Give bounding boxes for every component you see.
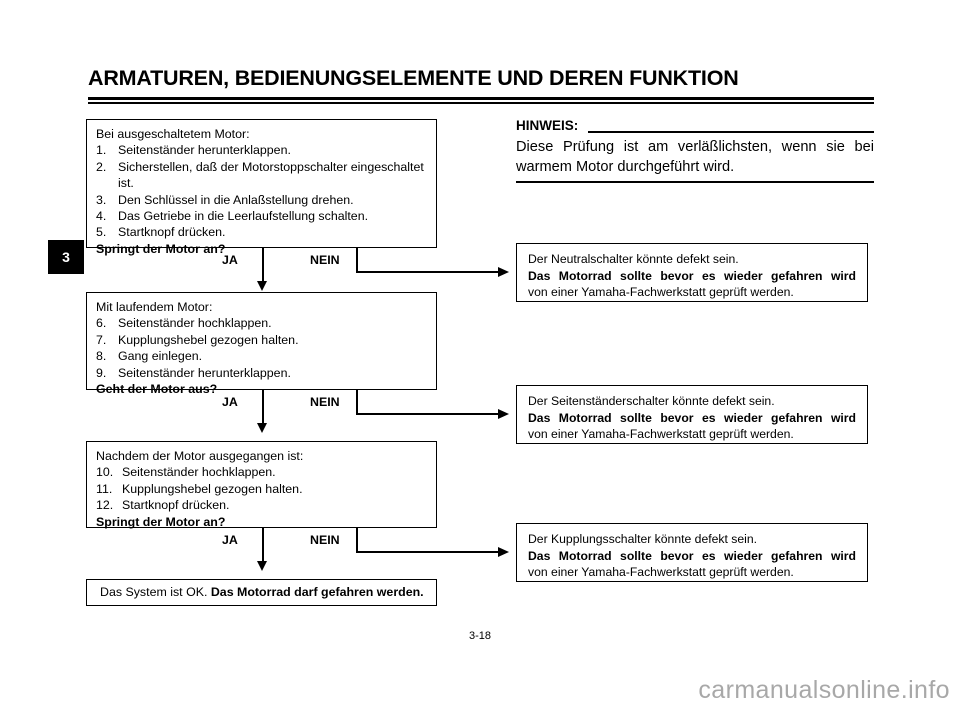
connector-2-no-vline: [356, 390, 358, 414]
step-text: Seitenständer herunterklappen.: [118, 365, 291, 380]
title-rule-thick: [88, 97, 874, 100]
step-text: Seitenständer herunterklappen.: [118, 143, 291, 158]
flow-step: 8. Gang einlegen.: [96, 348, 427, 364]
note-heading-rule: [588, 131, 874, 133]
flow-step: 5. Startknopf drücken.: [96, 224, 427, 240]
result-box-3-line2: Das Motorrad sollte bevor es wieder gefa…: [528, 548, 856, 563]
flow-step: 6. Seitenständer hochklappen.: [96, 315, 427, 331]
flow-box-3: Nachdem der Motor ausgegangen ist: 10. S…: [86, 441, 437, 529]
step-text: Sicherstellen, daß der Motorstoppschalte…: [118, 159, 424, 191]
flow-box-3-steps: 10. Seitenständer hochklappen. 11. Kuppl…: [96, 464, 427, 513]
watermark: carmanualsonline.info: [698, 676, 950, 704]
step-number: 10.: [96, 465, 114, 480]
step-number: 2.: [96, 159, 107, 174]
result-box-3-line3: von einer Yamaha-Fachwerkstatt geprüft w…: [528, 565, 794, 580]
chapter-tab: 3: [48, 240, 84, 274]
step-text: Kupplungshebel gezogen halten.: [122, 481, 303, 496]
step-number: 9.: [96, 365, 107, 380]
step-number: 1.: [96, 143, 107, 158]
step-text: Den Schlüssel in die Anlaßstellung drehe…: [118, 192, 354, 207]
note-body: Diese Prüfung ist am verläßlichsten, wen…: [516, 139, 874, 175]
flow-box-2-question: Geht der Motor aus?: [96, 382, 218, 397]
step-number: 12.: [96, 498, 114, 513]
note-heading-row: HINWEIS:: [516, 118, 874, 137]
step-number: 5.: [96, 225, 107, 240]
result-box-1-line1: Der Neutralschalter könnte defekt sein.: [528, 252, 739, 266]
result-box-3-line1: Der Kupplungsschalter könnte defekt sein…: [528, 532, 757, 546]
result-box-1: Der Neutralschalter könnte defekt sein. …: [516, 243, 868, 302]
result-box-2: Der Seitenständerschalter könnte defekt …: [516, 385, 868, 444]
flow-box-3-question: Springt der Motor an?: [96, 514, 226, 529]
flow-box-3-lead: Nachdem der Motor ausgegangen ist:: [96, 449, 304, 463]
step-number: 11.: [96, 481, 113, 496]
connector-2-no-arrowhead: [498, 408, 509, 419]
note-heading: HINWEIS:: [516, 118, 579, 133]
flow-step: 7. Kupplungshebel gezogen halten.: [96, 332, 427, 348]
step-text: Seitenständer hochklappen.: [122, 465, 276, 480]
note-hinweis: HINWEIS: Diese Prüfung ist am verläßlich…: [516, 118, 874, 183]
flow-box-1-question: Springt der Motor an?: [96, 241, 226, 256]
flow-step: 2. Sicherstellen, daß der Motorstoppscha…: [96, 159, 427, 192]
connector-1-no-arrowhead: [498, 266, 509, 277]
step-text: Kupplungshebel gezogen halten.: [118, 332, 299, 347]
connector-1-yes-line: [262, 248, 264, 283]
connector-3-yes-arrowhead: [257, 561, 267, 571]
branch-label-no-3: NEIN: [310, 533, 340, 547]
step-text: Startknopf drücken.: [118, 225, 226, 240]
flow-box-2: Mit laufendem Motor: 6. Seitenständer ho…: [86, 292, 437, 396]
final-text-normal: Das System ist OK.: [100, 585, 211, 599]
branch-label-yes-3: JA: [222, 533, 238, 547]
result-box-2-line1: Der Seitenständerschalter könnte defekt …: [528, 394, 775, 408]
connector-3-no-hline: [356, 551, 499, 553]
connector-2-no-hline: [356, 413, 499, 415]
step-text: Das Getriebe in die Leerlaufstellung sch…: [118, 209, 369, 224]
flow-box-1-lead: Bei ausgeschaltetem Motor:: [96, 127, 250, 141]
connector-3-no-arrowhead: [498, 546, 509, 557]
title-rule-thin: [88, 102, 874, 104]
step-number: 7.: [96, 332, 107, 347]
step-number: 8.: [96, 349, 107, 364]
branch-label-yes-2: JA: [222, 395, 238, 409]
connector-2-yes-line: [262, 390, 264, 425]
step-number: 4.: [96, 209, 107, 224]
flow-step: 10. Seitenständer hochklappen.: [96, 464, 427, 480]
flow-step: 4. Das Getriebe in die Leerlaufstellung …: [96, 208, 427, 224]
page-number: 3-18: [468, 630, 492, 642]
flow-box-1-steps: 1. Seitenständer herunterklappen. 2. Sic…: [96, 142, 427, 240]
result-box-3: Der Kupplungsschalter könnte defekt sein…: [516, 523, 868, 582]
flow-step: 11. Kupplungshebel gezogen halten.: [96, 481, 427, 497]
flow-step: 1. Seitenständer herunterklappen.: [96, 142, 427, 158]
connector-1-yes-arrowhead: [257, 281, 267, 291]
final-text-bold: Das Motorrad darf gefahren werden.: [210, 585, 424, 599]
flow-box-2-lead: Mit laufendem Motor:: [96, 300, 213, 314]
flow-box-1: Bei ausgeschaltetem Motor: 1. Seitenstän…: [86, 119, 437, 256]
flow-box-final: Das System ist OK. Das Motorrad darf gef…: [86, 579, 437, 606]
connector-3-yes-line: [262, 528, 264, 563]
result-box-2-line3: von einer Yamaha-Fachwerkstatt geprüft w…: [528, 427, 794, 442]
step-text: Seitenständer hochklappen.: [118, 316, 272, 331]
branch-label-yes-1: JA: [222, 253, 238, 267]
connector-3-no-vline: [356, 528, 358, 552]
step-number: 3.: [96, 192, 107, 207]
flow-box-2-steps: 6. Seitenständer hochklappen. 7. Kupplun…: [96, 315, 427, 381]
page-title: ARMATUREN, BEDIENUNGSELEMENTE UND DEREN …: [88, 66, 739, 90]
flow-step: 12. Startknopf drücken.: [96, 497, 427, 513]
step-text: Startknopf drücken.: [122, 498, 230, 513]
result-box-1-line2: Das Motorrad sollte bevor es wieder gefa…: [528, 268, 856, 283]
note-bottom-rule: [516, 181, 874, 183]
connector-1-no-hline: [356, 271, 499, 273]
step-number: 6.: [96, 316, 107, 331]
result-box-1-line3: von einer Yamaha-Fachwerkstatt geprüft w…: [528, 285, 794, 300]
step-text: Gang einlegen.: [118, 349, 203, 364]
branch-label-no-2: NEIN: [310, 395, 340, 409]
connector-1-no-vline: [356, 248, 358, 272]
flow-step: 3. Den Schlüssel in die Anlaßstellung dr…: [96, 192, 427, 208]
branch-label-no-1: NEIN: [310, 253, 340, 267]
flow-step: 9. Seitenständer herunterklappen.: [96, 365, 427, 381]
result-box-2-line2: Das Motorrad sollte bevor es wieder gefa…: [528, 410, 856, 425]
connector-2-yes-arrowhead: [257, 423, 267, 433]
